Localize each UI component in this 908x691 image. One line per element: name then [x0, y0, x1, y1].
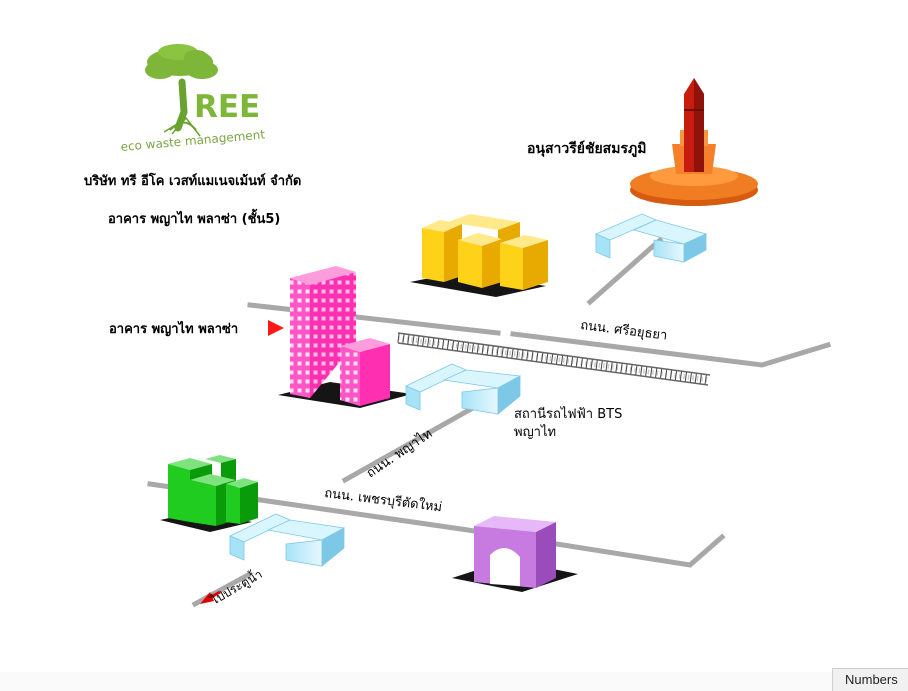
- victory-monument-icon: [630, 78, 758, 206]
- overpass-bts: [405, 363, 522, 415]
- green-buildings: [160, 455, 258, 532]
- logo-brand: REE: [194, 89, 260, 125]
- bts-station-label-line1: สถานีรถไฟฟ้า BTS: [514, 406, 622, 422]
- yellow-buildings: [410, 214, 548, 297]
- numbers-app-button[interactable]: Numbers: [832, 668, 908, 691]
- road-phaya-thai-label: ถนน. พญาไท: [363, 426, 435, 482]
- overpass-monument: [594, 213, 708, 263]
- road-phetchaburi: [147, 481, 726, 568]
- monument-label: อนุสาวรีย์ชัยสมรภูมิ: [527, 140, 646, 157]
- overpass-phetchaburi: [229, 513, 346, 567]
- road-to-pratunam: [191, 571, 252, 608]
- bts-station-label-line2: พญาไท: [514, 424, 556, 440]
- company-name: บริษัท ทรี อีโค เวสท์แมเนจเม้นท์ จำกัด: [84, 174, 302, 189]
- bottom-strip: [0, 672, 832, 691]
- bts-rail: [397, 332, 711, 386]
- logo-tagline: eco waste management: [120, 127, 266, 154]
- road-sri-ayutthaya: [510, 331, 832, 368]
- tree-icon: [145, 44, 218, 137]
- road-to-monument: [586, 236, 664, 306]
- company-logo: REE eco waste management: [120, 44, 266, 154]
- location-marker-icon: [268, 320, 284, 336]
- building-marker-label: อาคาร พญาไท พลาซ่า: [109, 320, 238, 337]
- purple-building: [452, 516, 578, 592]
- building-address: อาคาร พญาไท พลาซ่า (ชั้น5): [108, 212, 281, 227]
- phaya-thai-plaza-building: [278, 266, 412, 408]
- road-phaya-thai: [341, 401, 482, 484]
- road-upper-left: [247, 302, 501, 336]
- direction-pratunam-label: ไปประตูน้ำ: [207, 565, 266, 609]
- road-sri-ayutthaya-label: ถนน. ศรีอยุธยา: [580, 317, 669, 344]
- arrow-left-icon: [200, 590, 221, 604]
